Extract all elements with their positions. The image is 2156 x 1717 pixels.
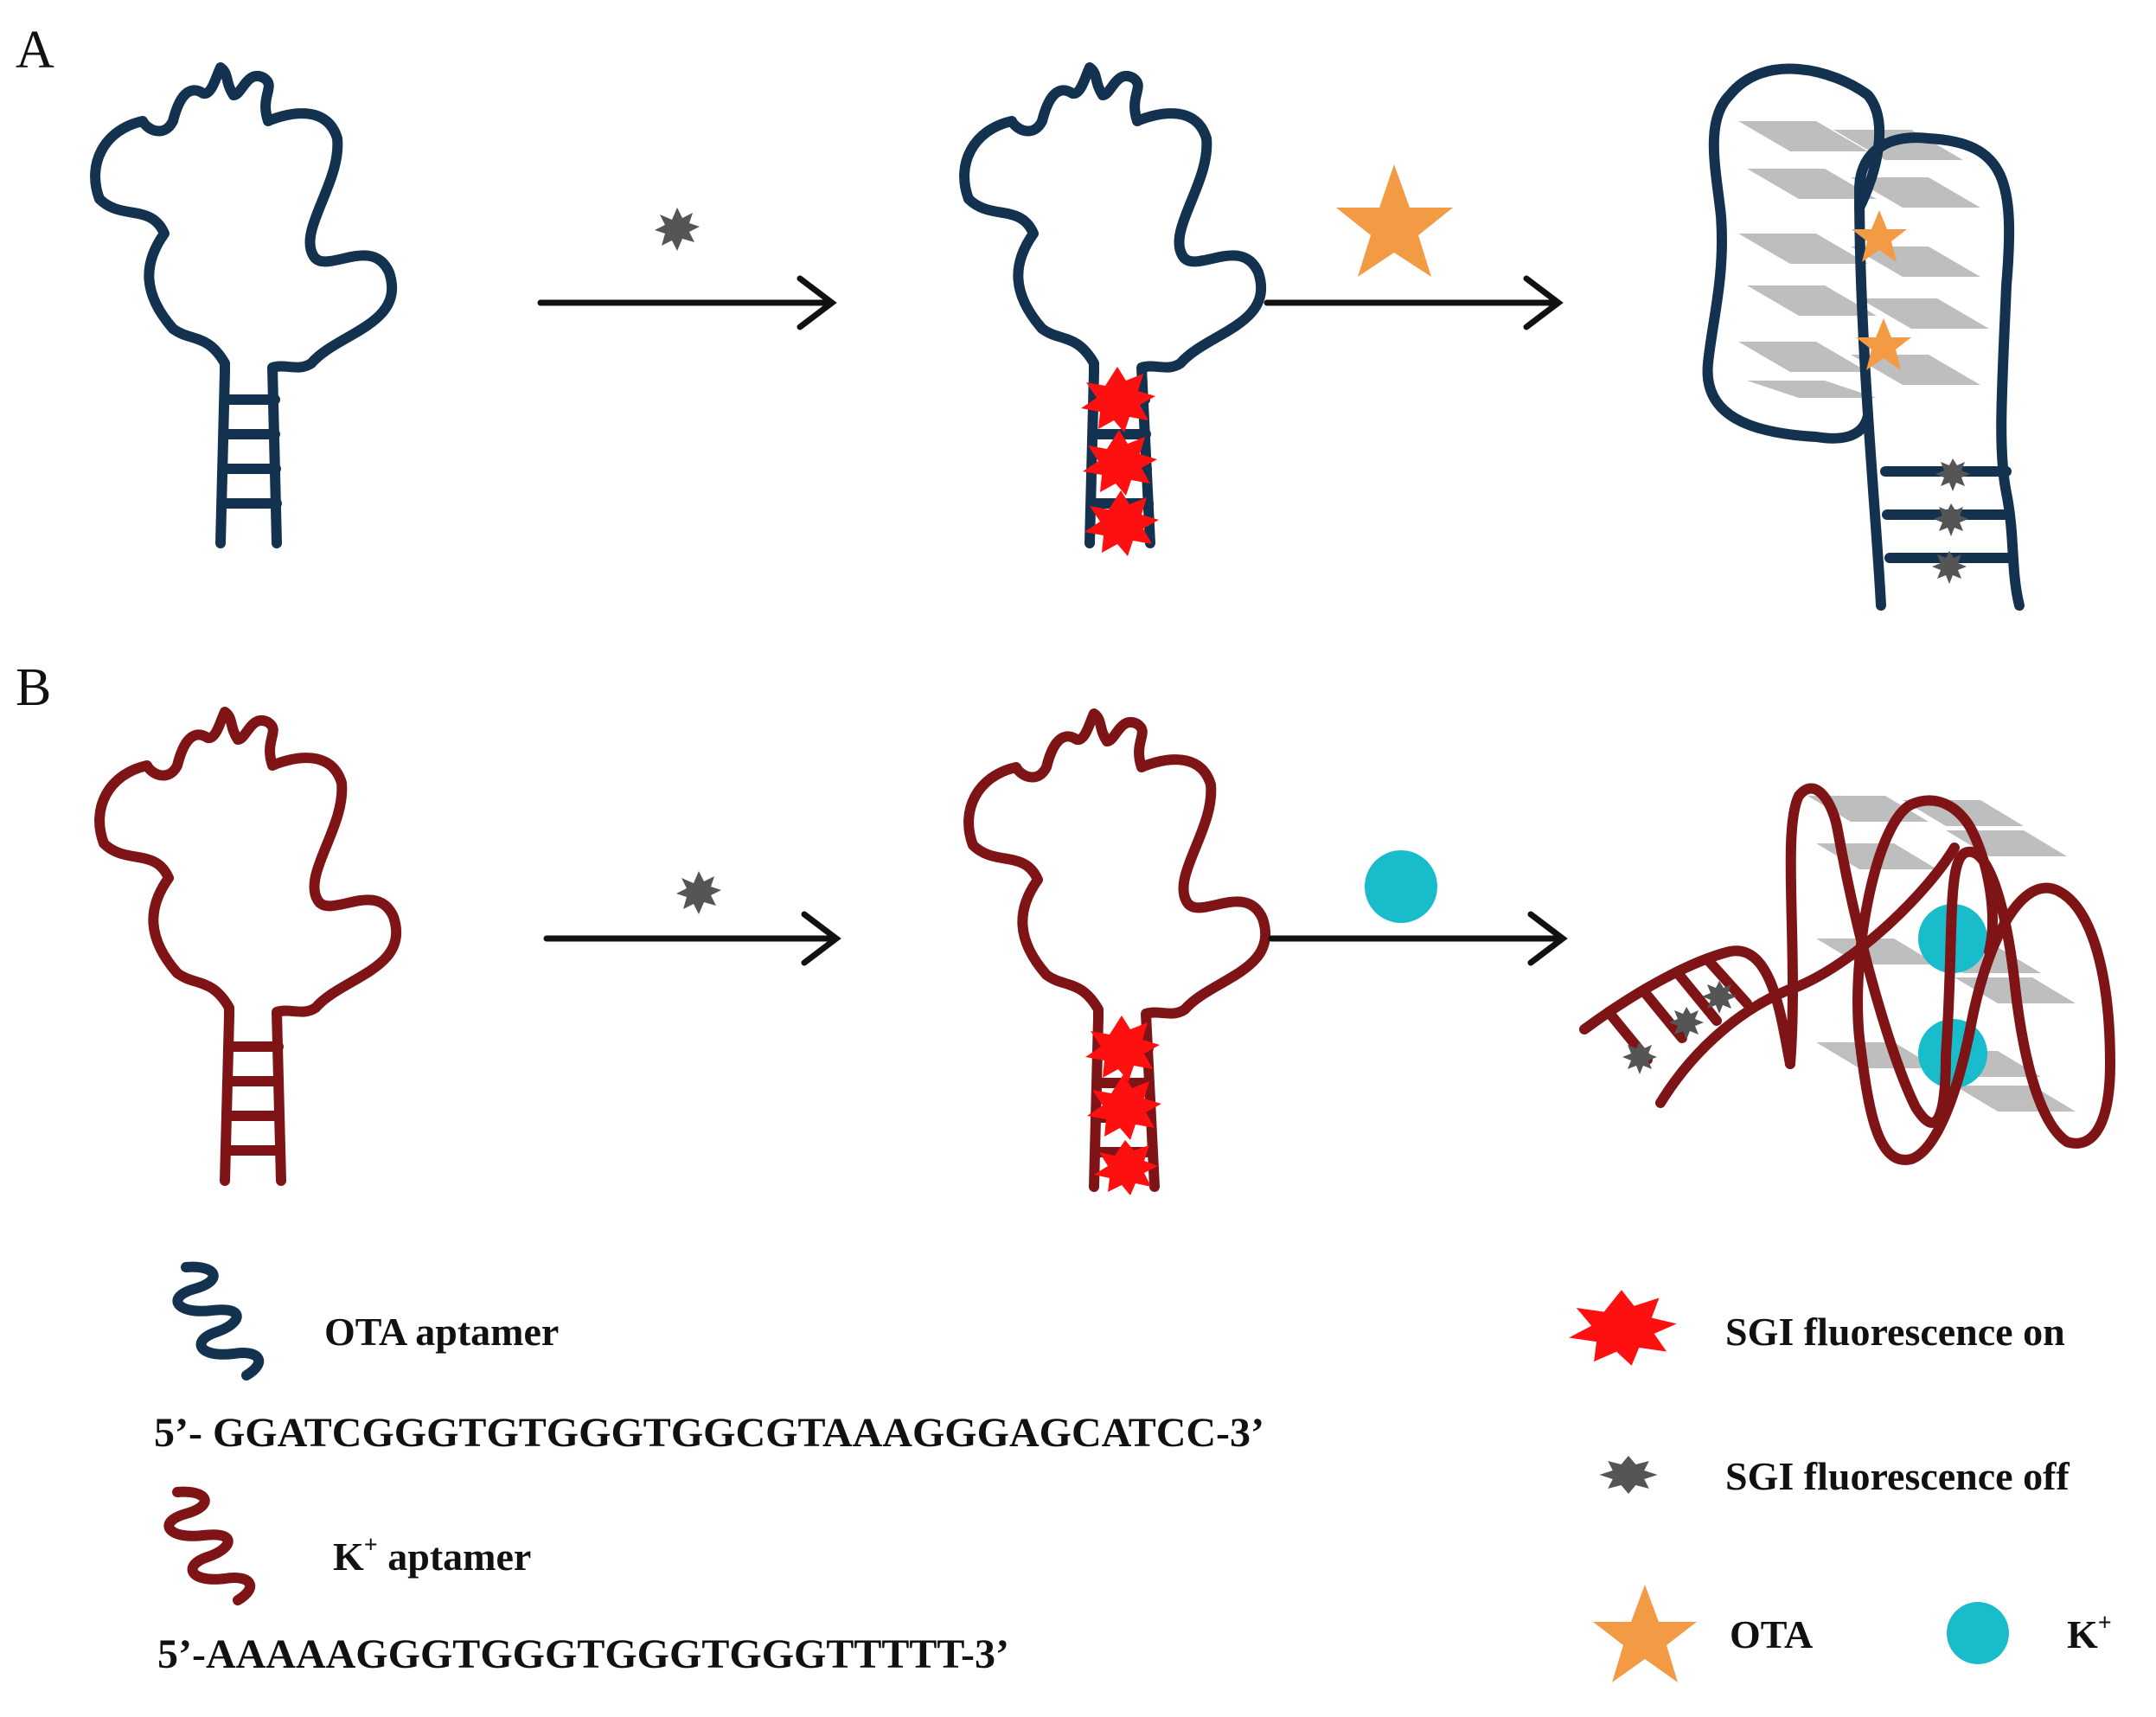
- sgi-on-bursts-b2: [1085, 1015, 1161, 1195]
- legend-ota-aptamer: OTA aptamer: [324, 1310, 559, 1354]
- legend-k-aptamer: K+ aptamer: [333, 1532, 531, 1579]
- legend-sgi-off: SGI fluorescence off: [1725, 1454, 2070, 1498]
- k-aptamer-sequence: 5’-AAAAAGGGTGGGTGGGTGGGTTTTT-3’: [157, 1631, 1009, 1677]
- sgi-off-icon-b1: [676, 871, 721, 914]
- red-burst-icon: [1569, 1290, 1677, 1366]
- legend-ota: OTA: [1730, 1612, 1813, 1656]
- k-g-quadruplex: [1579, 783, 2115, 1165]
- legend-k-ion: K+: [2067, 1610, 2112, 1656]
- arrow-a2: [1264, 275, 1564, 330]
- ota-star-icon-a2: [1336, 164, 1453, 277]
- ota-g-quadruplex: [1702, 63, 2025, 611]
- sgi-on-bursts-a2: [1081, 367, 1159, 556]
- panel-label-b: B: [16, 658, 51, 717]
- k-aptamer-squiggle-icon: [163, 1486, 255, 1605]
- k-aptamer-hairpin-1: [94, 707, 401, 1186]
- cyan-circle-icon: [1947, 1602, 2009, 1664]
- ota-aptamer-sequence: 5’- GGATCGGGTGTGGGTGGCGTAAAGGGAGCATCC-3’: [154, 1410, 1264, 1456]
- orange-star-icon: [1593, 1585, 1697, 1682]
- arrow-b2: [1268, 911, 1568, 966]
- arrow-b1: [543, 911, 841, 966]
- panel-label-a: A: [16, 21, 54, 80]
- ota-aptamer-hairpin-1: [90, 62, 397, 548]
- arrow-a1: [537, 275, 837, 330]
- gray-burst-icon: [1599, 1456, 1658, 1494]
- k-ion-icon-b2: [1365, 850, 1437, 923]
- legend-sgi-on: SGI fluorescence on: [1725, 1310, 2065, 1354]
- sgi-off-icon-a1: [655, 208, 700, 251]
- ota-aptamer-squiggle-icon: [172, 1261, 264, 1381]
